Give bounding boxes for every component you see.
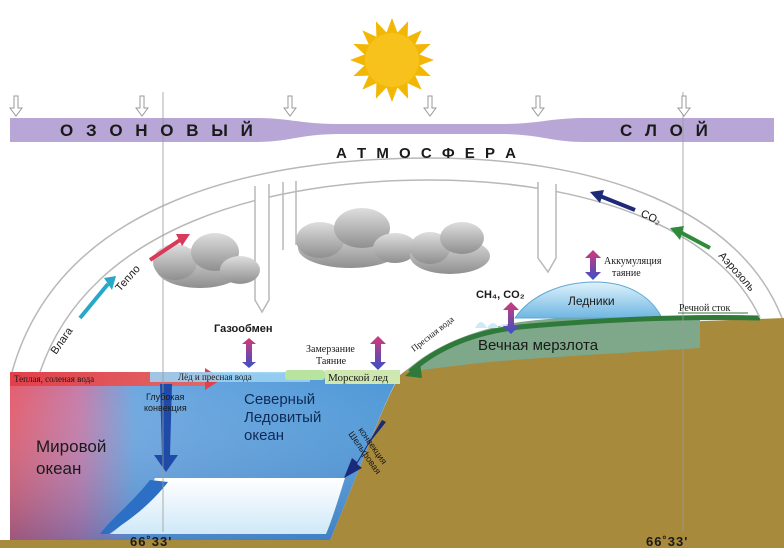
atmosphere-dome-inner (39, 179, 761, 373)
cloud-icon (153, 233, 260, 288)
shelf-convection-arrow (344, 420, 386, 478)
world-ocean-label-1: Мировой (36, 437, 106, 456)
down-arrow-icons (9, 95, 691, 117)
cloud-icon (410, 222, 490, 274)
ozone-band (10, 118, 774, 142)
ozone-label-right: С Л О Й (620, 121, 712, 140)
heat-arrow (148, 234, 190, 262)
aerosol-label: Аэрозоль (716, 250, 757, 294)
co2-arrow (590, 190, 636, 212)
gas-exchange-label: Газообмен (214, 323, 273, 335)
land (0, 318, 784, 548)
atmosphere-label: А Т М О С Ф Е Р А (336, 145, 519, 162)
ozone-label-left: О З О Н О В Ы Й (60, 121, 257, 140)
ice-fresh-label: Лёд и пресная вода (178, 372, 252, 382)
ch4-co2-label: CH₄, CO₂ (476, 289, 525, 301)
dome-pillar-4 (537, 182, 557, 274)
freeze-label: Замерзание (306, 344, 355, 355)
deep-convection-arrow (154, 384, 178, 472)
sea-ice-label: Морской лед (328, 372, 389, 384)
heat-label: Тепло (113, 263, 143, 294)
cloud-icon (296, 208, 417, 268)
ice-fresh-layer (150, 372, 310, 382)
ice-bumps (475, 322, 509, 328)
down-arrow-icon (9, 95, 23, 117)
river-arrowhead (405, 362, 422, 378)
down-arrow-icon (531, 95, 545, 117)
down-arrow-icon (283, 95, 297, 117)
glaciers-label: Ледники (568, 294, 615, 308)
down-arrow-icon (677, 95, 691, 117)
aerosol-arrow (670, 226, 711, 250)
deep-water-pool (110, 478, 345, 534)
latitude-label-left: 66˚33' (130, 534, 172, 548)
sea-ice-slab (325, 370, 400, 384)
latitude-label-right: 66˚33' (646, 534, 688, 548)
double-arrow-icon (370, 336, 386, 370)
thaw-label: Таяние (316, 356, 347, 367)
arctic-ocean-label-2: Ледовитый (244, 409, 321, 426)
double-arrow-icon (585, 250, 601, 280)
dome-pillar-1 (254, 184, 270, 314)
deep-convection-label-2: конвекция (144, 403, 187, 413)
down-arrow-icon (135, 95, 149, 117)
melting-label: таяние (612, 268, 641, 279)
river-runoff-line (408, 314, 761, 374)
glacier (514, 281, 663, 319)
arctic-ocean-label-3: океан (244, 427, 284, 444)
double-arrow-icon (242, 338, 256, 368)
sea-ice-block (285, 370, 325, 380)
deep-convection-label-1: Глубокая (146, 392, 185, 402)
warm-salty-label: Теплая, соленая вода (14, 374, 94, 384)
atmosphere-dome (11, 157, 783, 373)
permafrost-label: Вечная мерзлота (478, 337, 599, 354)
accumulation-label: Аккумуляция (604, 256, 662, 267)
moisture-arrow (78, 276, 116, 320)
bottom-return-arrow (100, 480, 168, 534)
sun-icon (350, 18, 434, 102)
world-ocean-label-2: океан (36, 459, 81, 478)
river-runoff-label: Речной сток (679, 303, 731, 314)
permafrost-zone (405, 316, 700, 372)
arctic-ocean-label-1: Северный (244, 391, 315, 408)
double-arrow-icon (503, 302, 519, 334)
down-arrow-icon (423, 95, 437, 117)
